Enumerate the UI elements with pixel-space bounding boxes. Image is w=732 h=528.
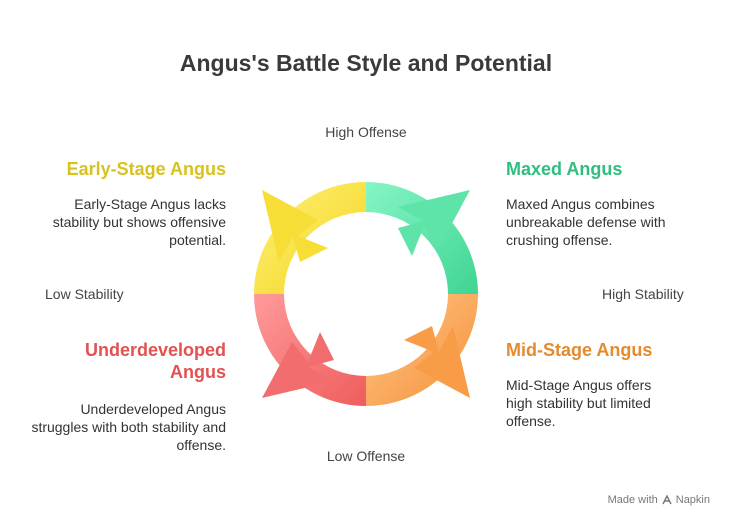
maxed-heading: Maxed Angus xyxy=(506,159,623,179)
underdeveloped-heading: Underdeveloped Angus xyxy=(84,340,226,382)
early-stage-description: Early-Stage Angus lacks stability but sh… xyxy=(52,196,226,248)
arrow-icon-early-stage xyxy=(262,190,328,262)
underdeveloped-description: Underdeveloped Angus struggles with both… xyxy=(31,401,226,453)
page-title: Angus's Battle Style and Potential xyxy=(179,50,553,76)
mid-stage-heading: Mid-Stage Angus xyxy=(506,340,653,360)
axis-label-left: Low Stability xyxy=(45,286,124,302)
arrow-icon-maxed xyxy=(398,190,470,256)
early-stage-heading: Early-Stage Angus xyxy=(66,159,226,179)
napkin-brand: Napkin xyxy=(675,494,710,506)
axis-label-right: High Stability xyxy=(602,286,684,302)
arrow-icon-mid-stage xyxy=(404,326,470,398)
ring-segment-underdeveloped xyxy=(254,294,366,406)
made-with-napkin-footer: Made with Napkin xyxy=(608,494,710,506)
made-with-label: Made with xyxy=(607,494,658,506)
ring-segment-mid-stage xyxy=(366,294,478,406)
arrow-icon-underdeveloped xyxy=(262,332,334,398)
mid-stage-description: Mid-Stage Angus offers high stability bu… xyxy=(506,377,652,429)
ring-segment-early-stage xyxy=(254,182,366,294)
maxed-description: Maxed Angus combines unbreakable defense… xyxy=(506,196,666,248)
ring-segment-maxed xyxy=(366,182,478,294)
napkin-logo-icon xyxy=(662,495,672,505)
axis-label-bottom: Low Offense xyxy=(326,448,406,464)
axis-label-top: High Offense xyxy=(325,124,407,140)
